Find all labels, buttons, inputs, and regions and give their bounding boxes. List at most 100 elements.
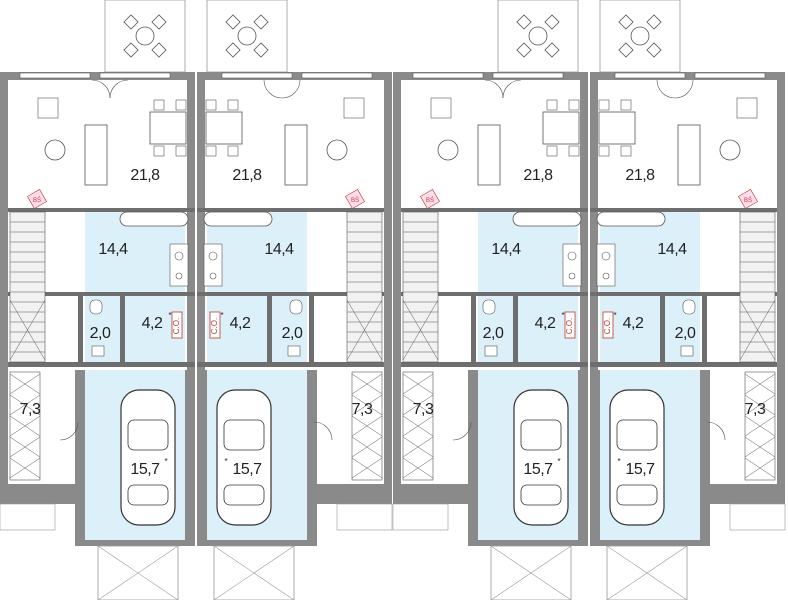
wall-interior: [197, 292, 384, 296]
patio-chair: [516, 14, 532, 30]
dining-chair: [153, 145, 165, 157]
window-top: [301, 72, 373, 79]
wall-top: [197, 72, 392, 80]
kitchen-island: [596, 211, 666, 227]
car: [513, 389, 569, 526]
area-kitchen: 14,4: [491, 241, 521, 258]
area-living: 21,8: [232, 167, 262, 184]
door-swing: [452, 421, 472, 441]
toilet: [482, 299, 496, 315]
area-boiler: 4,2: [230, 315, 251, 332]
house-unit-1: [0, 0, 195, 600]
house-unit-2: [197, 0, 393, 600]
entry-step: [729, 503, 786, 531]
wall-interior: [120, 292, 125, 367]
dining-chair: [175, 99, 187, 111]
door-swing: [91, 79, 111, 99]
wc-fixtures: [89, 299, 105, 357]
kitchen-counter: [596, 243, 616, 287]
asterisk: *: [220, 311, 223, 320]
dining-chair: [598, 99, 610, 111]
asterisk: *: [164, 457, 167, 466]
wall-left: [590, 72, 598, 504]
closet-x: [9, 436, 41, 458]
wall-garage-side: [197, 370, 207, 545]
wall-interior: [702, 292, 707, 367]
patio-table: [528, 26, 548, 46]
wall-top: [0, 72, 195, 80]
wall-garage-side: [578, 370, 588, 545]
hob-burner: [568, 272, 576, 280]
area-kitchen: 14,4: [657, 241, 687, 258]
area-wc: 2,0: [90, 325, 111, 342]
car-windshield: [616, 419, 658, 451]
sofa: [284, 124, 308, 186]
driveway-x: [606, 545, 688, 600]
wall-garage-side: [700, 370, 710, 545]
boiler-label: C.O.: [565, 318, 574, 334]
closet-x: [351, 394, 383, 416]
terrace: [599, 0, 681, 73]
wall-interior: [197, 362, 384, 367]
dining-chair: [568, 99, 580, 111]
stairs-bg: [9, 211, 46, 363]
wall-interior: [513, 292, 518, 367]
patio-table: [135, 26, 155, 46]
sink: [567, 251, 577, 261]
door-swing: [484, 79, 504, 99]
closet-x: [351, 457, 383, 479]
toilet: [89, 299, 103, 315]
patio-chair: [618, 14, 634, 30]
area-wc: 2,0: [675, 325, 696, 342]
staircase: [346, 211, 383, 363]
closet-x: [744, 373, 776, 395]
kitchen-island: [203, 211, 273, 227]
wall-garage-front: [590, 540, 710, 546]
wall-left: [0, 72, 8, 504]
wall-right: [187, 72, 195, 504]
wall-garage-side: [185, 370, 195, 545]
terrace: [104, 0, 186, 73]
kitchen-island: [119, 211, 189, 227]
wall-garage-front: [75, 540, 195, 546]
car-windshield: [127, 419, 169, 451]
wall-interior: [8, 292, 195, 296]
washbasin: [287, 345, 301, 357]
wall-interior: [590, 362, 777, 367]
car-rear-window: [127, 484, 169, 506]
washbasin: [680, 345, 694, 357]
hob-burner: [602, 272, 610, 280]
asterisk: *: [168, 311, 171, 320]
wall-interior: [267, 292, 272, 367]
closet-x: [744, 394, 776, 416]
patio-table: [630, 26, 650, 46]
driveway-x: [213, 545, 295, 600]
living-furniture: [37, 79, 187, 186]
dining-table: [598, 111, 636, 145]
house-unit-3: [392, 0, 588, 600]
fireplace-label: BŚ: [33, 196, 41, 204]
hob-burner: [175, 272, 183, 280]
wall-garage-front: [468, 540, 588, 546]
stair-diag: [739, 299, 776, 361]
closet-x: [9, 373, 41, 395]
wall-interior: [471, 292, 476, 367]
staircase: [9, 211, 46, 363]
fireplace-label: BŚ: [744, 196, 752, 204]
armchair: [736, 97, 758, 119]
dining-chair: [175, 145, 187, 157]
area-garage: 15,7: [625, 461, 655, 478]
kitchen-counter: [203, 243, 223, 287]
car: [609, 389, 665, 526]
area-garage: 15,7: [130, 461, 160, 478]
area-wc: 2,0: [282, 325, 303, 342]
closet-x: [744, 457, 776, 479]
armchair: [343, 97, 365, 119]
wall-interior: [8, 362, 195, 367]
patio-chair: [253, 42, 269, 58]
area-living: 21,8: [130, 167, 160, 184]
car-rear-window: [223, 484, 265, 506]
fireplace-badge: [738, 189, 758, 209]
entry-step: [336, 503, 393, 531]
